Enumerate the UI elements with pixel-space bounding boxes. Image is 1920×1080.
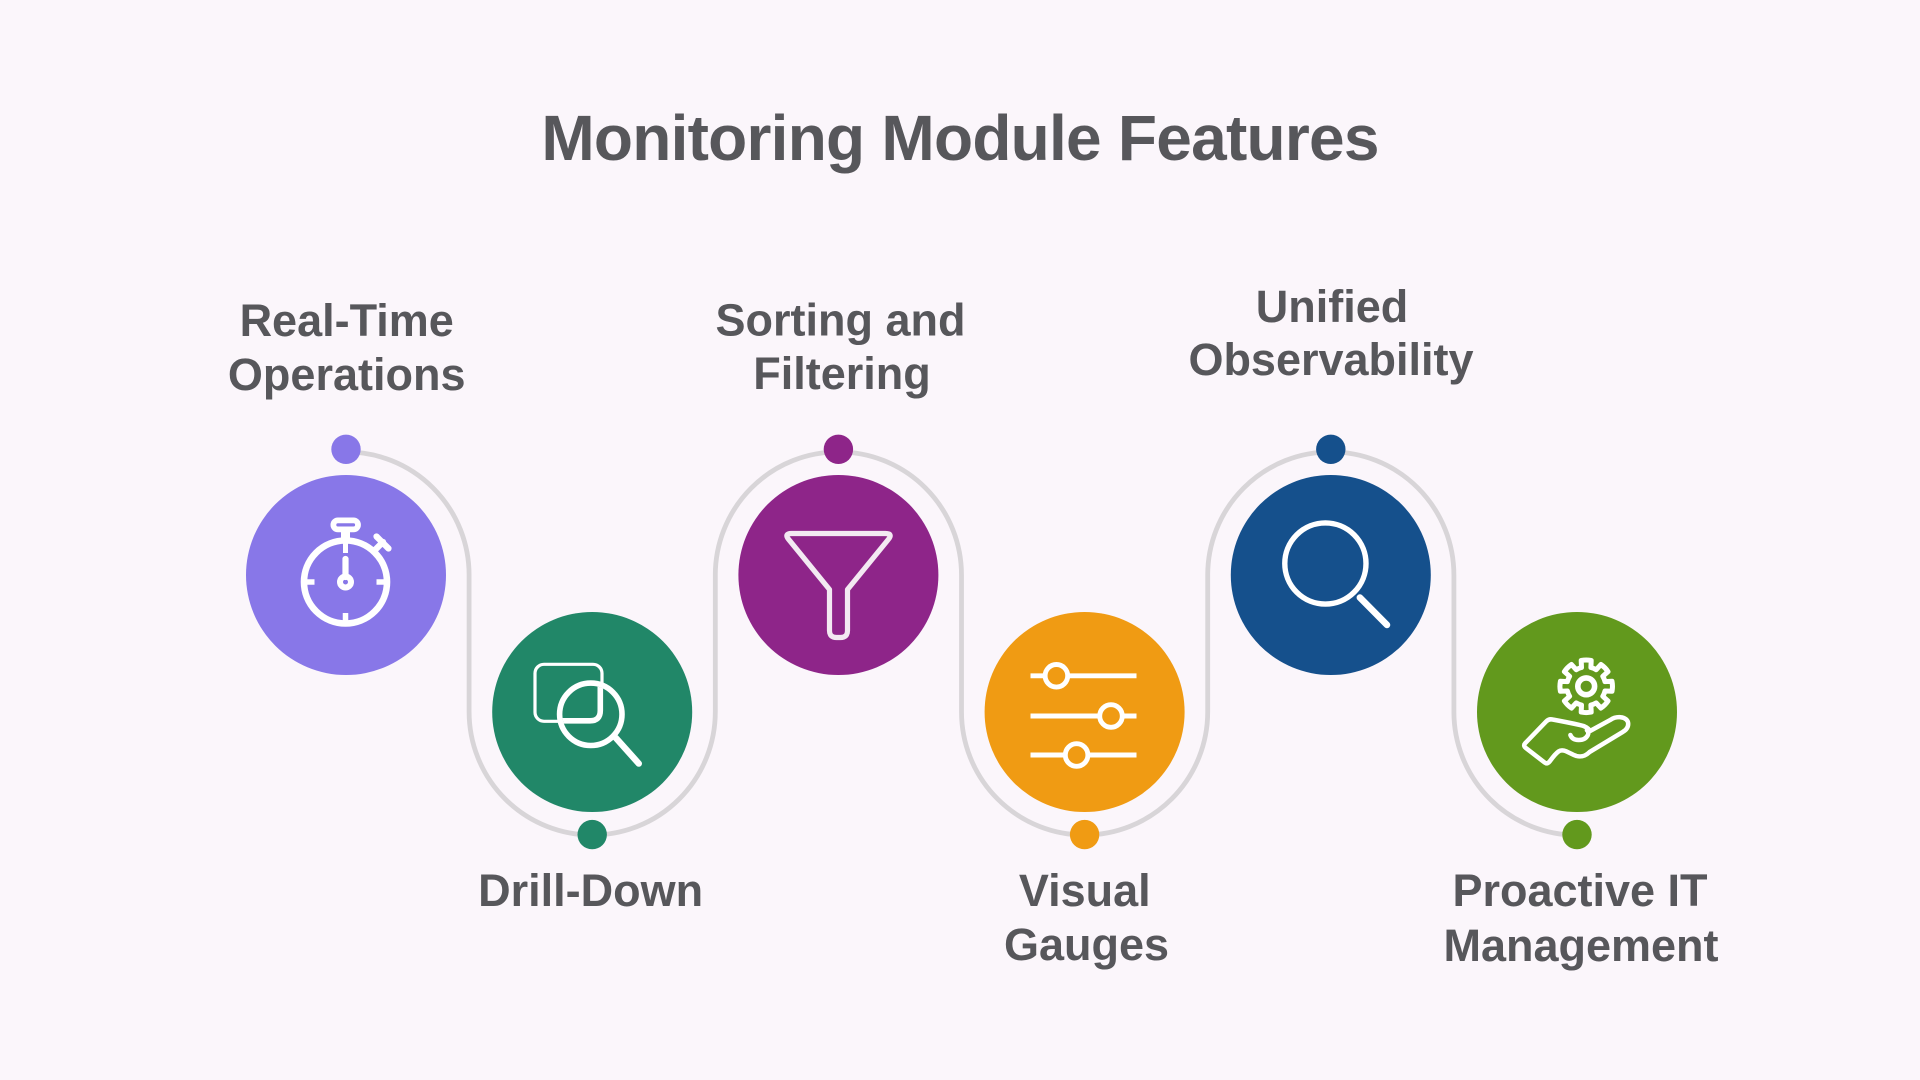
svg-text:Monitoring Module Features: Monitoring Module Features xyxy=(541,102,1378,174)
svg-text:Unified: Unified xyxy=(1256,281,1409,332)
svg-text:Sorting and: Sorting and xyxy=(716,295,966,346)
svg-text:Real-Time: Real-Time xyxy=(240,295,454,346)
svg-text:Drill-Down: Drill-Down xyxy=(478,865,703,916)
svg-text:Gauges: Gauges xyxy=(1004,919,1169,970)
svg-text:Visual: Visual xyxy=(1019,865,1151,916)
svg-text:Observability: Observability xyxy=(1188,334,1473,385)
svg-text:Operations: Operations xyxy=(228,349,466,400)
svg-text:Management: Management xyxy=(1443,920,1718,971)
svg-text:Filtering: Filtering xyxy=(753,348,931,399)
svg-text:Proactive IT: Proactive IT xyxy=(1452,865,1707,916)
